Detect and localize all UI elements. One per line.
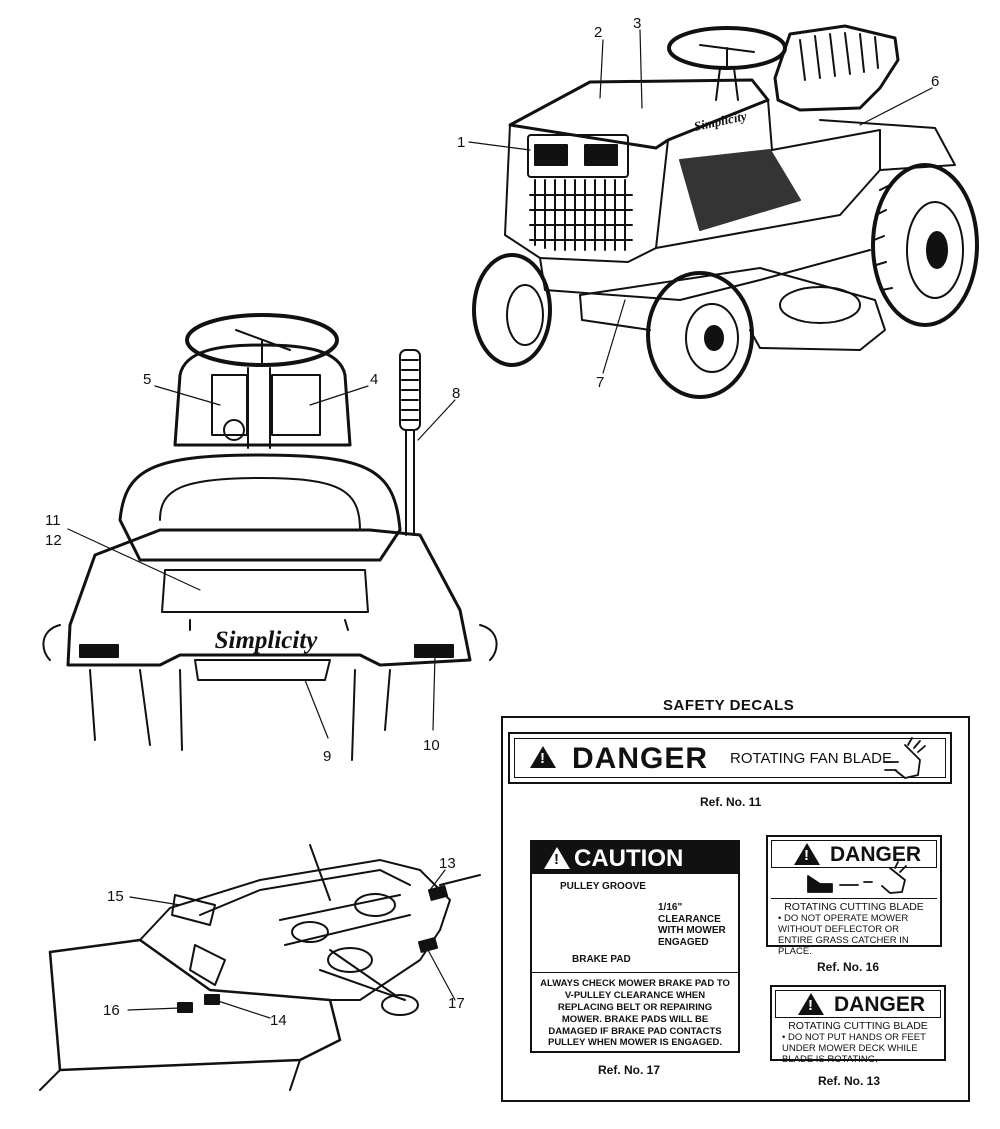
blade16-title: ROTATING CUTTING BLADE bbox=[784, 901, 924, 913]
foot-hand-blade-pictogram bbox=[807, 861, 907, 894]
fender-logo: Simplicity bbox=[215, 627, 319, 654]
decal-blade-danger-16: DANGER ROTATING CUTTING BLADE • DO NOT O… bbox=[766, 835, 942, 957]
blade16-signal: DANGER bbox=[830, 843, 922, 866]
rear-view-illustration bbox=[42, 313, 498, 761]
callout-7: 7 bbox=[596, 374, 605, 391]
callout-6: 6 bbox=[931, 73, 940, 90]
fan-danger-text: ROTATING FAN BLADE bbox=[730, 750, 892, 767]
callout-15: 15 bbox=[107, 888, 124, 905]
callout-13: 13 bbox=[439, 855, 456, 872]
decal-fan-danger: DANGER ROTATING FAN BLADE bbox=[508, 732, 952, 784]
mower-deck-illustration bbox=[39, 844, 481, 1091]
callout-12: 12 bbox=[45, 532, 62, 549]
warning-triangle-icon bbox=[794, 843, 820, 865]
blade16-instructions: • DO NOT OPERATE MOWER WITHOUT DEFLECTOR… bbox=[778, 913, 909, 957]
hood-logo: Simplicity bbox=[693, 108, 749, 134]
safety-decals-title: SAFETY DECALS bbox=[663, 697, 795, 714]
tractor-illustration bbox=[472, 24, 979, 399]
safety-decals-panel bbox=[501, 716, 970, 1102]
ref-13-label: Ref. No. 13 bbox=[818, 1074, 881, 1088]
fan-danger-signal: DANGER bbox=[572, 742, 709, 775]
warning-triangle-icon bbox=[544, 847, 570, 869]
brake-pad-label: BRAKE PAD bbox=[572, 954, 631, 965]
blade13-title: ROTATING CUTTING BLADE bbox=[788, 1020, 928, 1032]
warning-triangle-icon bbox=[530, 746, 556, 768]
hand-fan-pictogram bbox=[884, 737, 926, 779]
warning-triangle-icon bbox=[798, 993, 824, 1015]
decal-blade-danger-13: DANGER ROTATING CUTTING BLADE • DO NOT P… bbox=[770, 985, 946, 1065]
callout-17: 17 bbox=[448, 995, 465, 1012]
pulley-groove-label: PULLEY GROOVE bbox=[560, 881, 646, 892]
callout-5: 5 bbox=[143, 371, 152, 388]
ref-17-label: Ref. No. 17 bbox=[598, 1063, 661, 1077]
callout-10: 10 bbox=[423, 737, 440, 754]
callout-14: 14 bbox=[270, 1012, 287, 1029]
callout-1: 1 bbox=[457, 134, 466, 151]
decal-brake-caution: CAUTION PULLEY GROOVE 1/16" CLEARANCE WI… bbox=[530, 840, 740, 1053]
callout-11: 11 bbox=[45, 512, 61, 529]
caution-header: CAUTION bbox=[532, 842, 738, 874]
blade13-signal: DANGER bbox=[834, 993, 926, 1016]
callout-16: 16 bbox=[103, 1002, 120, 1019]
callout-8: 8 bbox=[452, 385, 461, 402]
callout-3: 3 bbox=[633, 15, 642, 32]
callout-9: 9 bbox=[323, 748, 332, 765]
callout-4: 4 bbox=[370, 371, 379, 388]
blade13-instructions: • DO NOT PUT HANDS OR FEET UNDER MOWER D… bbox=[782, 1032, 926, 1065]
brake-instructions: ALWAYS CHECK MOWER BRAKE PAD TO V-PULLEY… bbox=[540, 978, 730, 1049]
callout-2: 2 bbox=[594, 24, 603, 41]
caution-signal: CAUTION bbox=[574, 845, 684, 872]
ref-16-label: Ref. No. 16 bbox=[817, 960, 880, 974]
ref-11-label: Ref. No. 11 bbox=[700, 795, 762, 809]
clearance-label: 1/16" CLEARANCE WITH MOWER ENGAGED bbox=[658, 902, 726, 948]
